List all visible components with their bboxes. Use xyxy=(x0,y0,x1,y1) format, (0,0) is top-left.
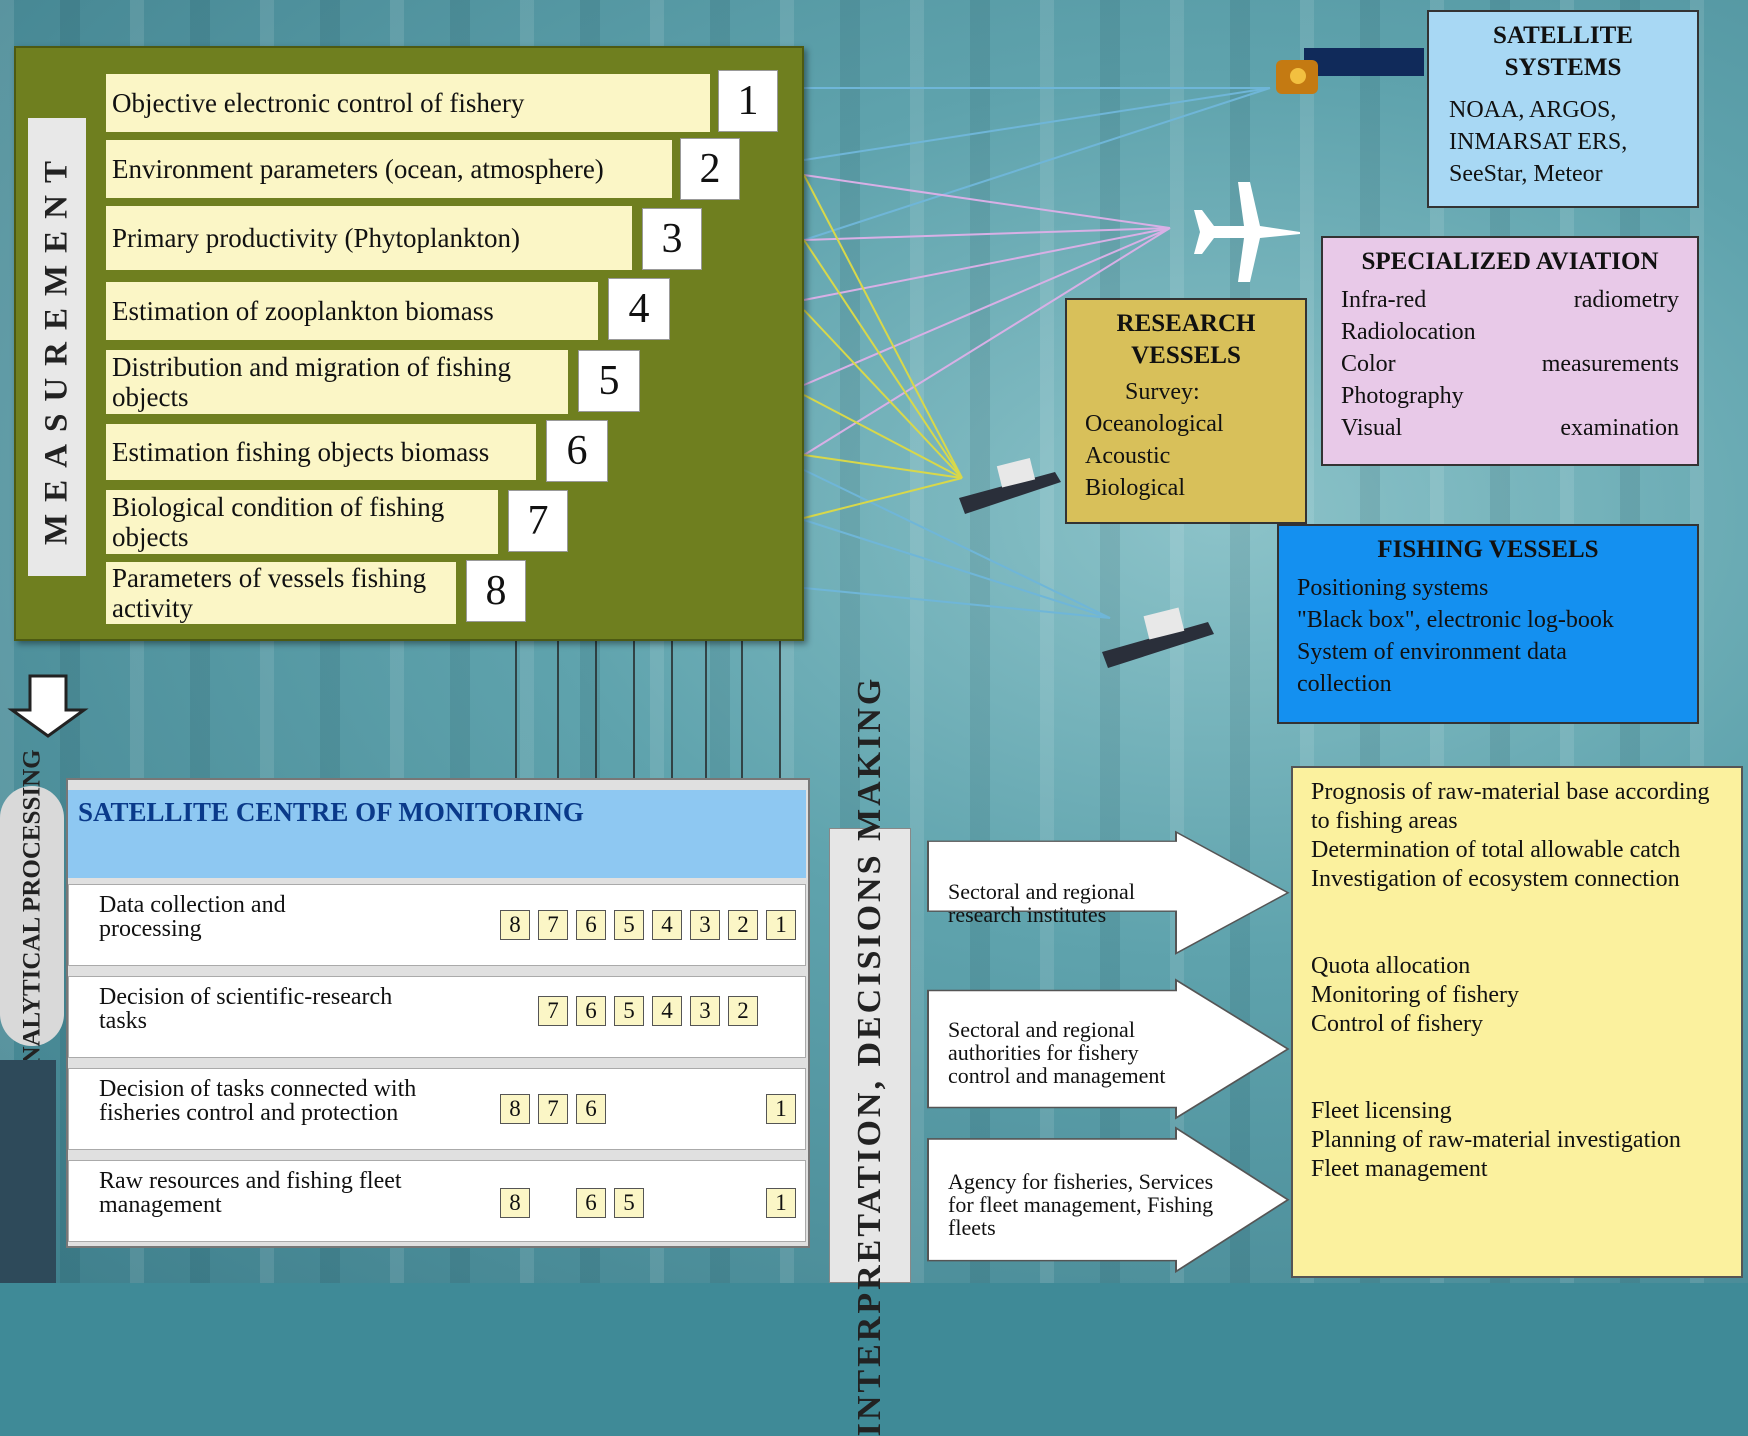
measurement-num-6: 6 xyxy=(546,420,608,482)
task-row-1: Data collection and processing xyxy=(68,884,806,966)
task-2-cell: 4 xyxy=(652,996,682,1026)
task-3-cell: 8 xyxy=(500,1094,530,1124)
task-2-cell: 2 xyxy=(728,996,758,1026)
measurement-row-6: Estimation fishing objects biomass xyxy=(106,424,536,480)
centre-title: SATELLITE CENTRE OF MONITORING xyxy=(68,790,806,878)
task-4-cell: 1 xyxy=(766,1188,796,1218)
measurement-row-5: Distribution and migration of fishing ob… xyxy=(106,350,568,414)
task-3-cell: 6 xyxy=(576,1094,606,1124)
satellite-systems-box: SATELLITE SYSTEMS NOAA, ARGOS, INMARSAT … xyxy=(1427,10,1699,208)
arrow-1-text: Sectoral and regional research institute… xyxy=(948,879,1135,927)
task-2-cell: 6 xyxy=(576,996,606,1026)
task-2-cell: 7 xyxy=(538,996,568,1026)
analytical-processing-label: ANALYTICAL PROCESSING xyxy=(0,749,64,1083)
task-2-cell: 3 xyxy=(690,996,720,1026)
measurement-row-7: Biological condition of fishing objects xyxy=(106,490,498,554)
research-ship-icon xyxy=(959,457,1061,514)
arrow-3-text: Agency for fisheries, Services for fleet… xyxy=(948,1169,1214,1240)
research-vessels-box: RESEARCH VESSELS Survey: Oceanological A… xyxy=(1065,298,1307,524)
task-4-cell: 8 xyxy=(500,1188,530,1218)
decision-arrows xyxy=(927,830,1290,1274)
task-2-cell: 5 xyxy=(614,996,644,1026)
measurement-label: MEASUREMENT xyxy=(28,118,86,576)
task-1-cell: 5 xyxy=(614,910,644,940)
airplane-icon xyxy=(1194,182,1300,282)
task-1-cell: 2 xyxy=(728,910,758,940)
task-1-cell: 1 xyxy=(766,910,796,940)
task-row-3: Decision of tasks connected with fisheri… xyxy=(68,1068,806,1150)
measurement-num-5: 5 xyxy=(578,350,640,412)
measurement-row-2: Environment parameters (ocean, atmospher… xyxy=(106,140,672,198)
down-arrow-icon xyxy=(7,674,89,738)
task-row-4: Raw resources and fishing fleet manageme… xyxy=(68,1160,806,1242)
measurement-num-2: 2 xyxy=(680,138,740,200)
building-image xyxy=(0,1060,56,1283)
measurement-row-1: Objective electronic control of fishery xyxy=(106,74,710,132)
results-box: Prognosis of raw-material base according… xyxy=(1291,766,1743,1278)
task-row-2: Decision of scientific-research tasks xyxy=(68,976,806,1058)
fishing-vessels-box: FISHING VESSELS Positioning systems "Bla… xyxy=(1277,524,1699,724)
task-1-cell: 6 xyxy=(576,910,606,940)
satellite-icon xyxy=(1276,48,1424,94)
task-3-cell: 1 xyxy=(766,1094,796,1124)
measurement-num-8: 8 xyxy=(466,560,526,622)
task-4-cell: 6 xyxy=(576,1188,606,1218)
task-1-cell: 3 xyxy=(690,910,720,940)
measurement-num-3: 3 xyxy=(642,208,702,270)
measurement-row-8: Parameters of vessels fishing activity xyxy=(106,562,456,624)
task-1-cell: 8 xyxy=(500,910,530,940)
measurement-num-4: 4 xyxy=(608,278,670,340)
measurement-row-4: Estimation of zooplankton biomass xyxy=(106,282,598,340)
task-4-cell: 5 xyxy=(614,1188,644,1218)
arrow-2-text: Sectoral and regional authorities for fi… xyxy=(948,1017,1166,1088)
measurement-num-1: 1 xyxy=(718,70,778,132)
interpretation-label: INTERPRETATION, DECISIONS MAKING xyxy=(829,675,911,1436)
task-1-cell: 4 xyxy=(652,910,682,940)
measurement-row-3: Primary productivity (Phytoplankton) xyxy=(106,206,632,270)
task-1-cell: 7 xyxy=(538,910,568,940)
fishing-ship-icon xyxy=(1102,607,1214,668)
task-3-cell: 7 xyxy=(538,1094,568,1124)
measurement-num-7: 7 xyxy=(508,490,568,552)
